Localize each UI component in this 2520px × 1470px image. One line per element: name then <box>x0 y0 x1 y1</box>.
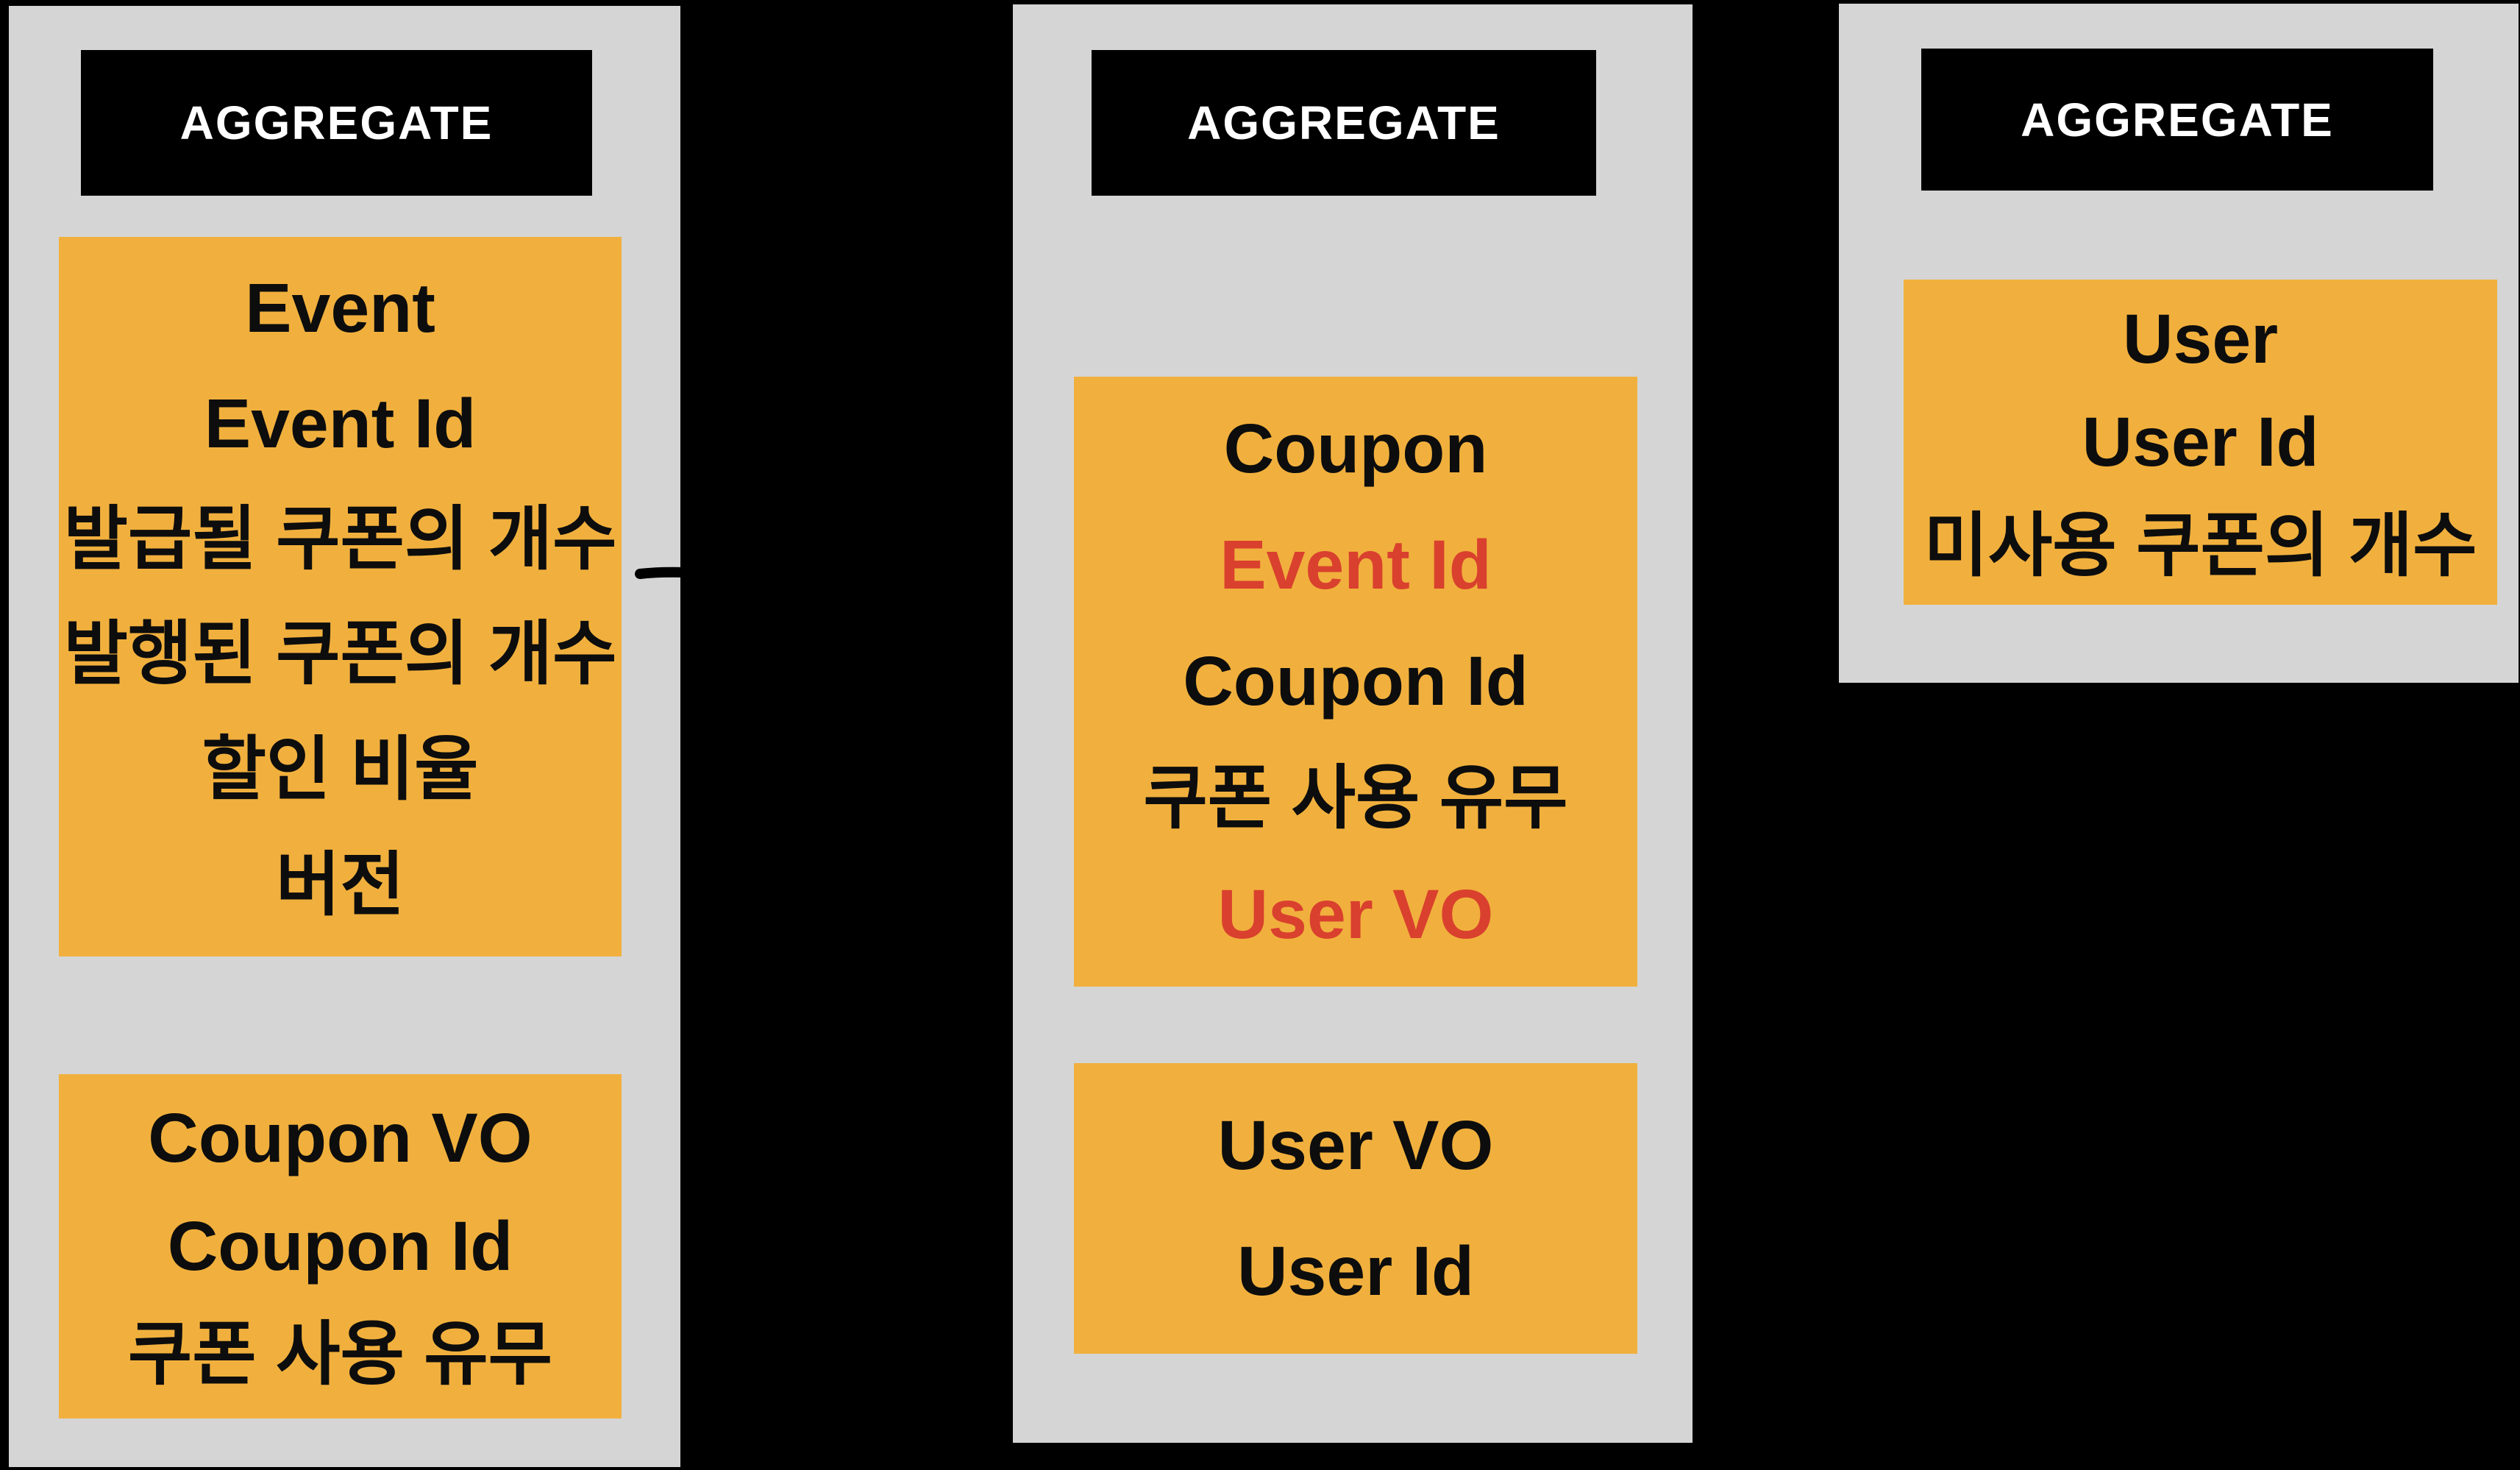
entity-line: 쿠폰 사용 유무 <box>127 1315 553 1393</box>
entity-line: User VO <box>1217 875 1494 954</box>
entity-line: Coupon Id <box>1183 642 1528 721</box>
entity-line: User Id <box>2082 403 2319 481</box>
entity-line: Coupon <box>1223 410 1488 489</box>
entity-line: Event Id <box>1220 526 1492 605</box>
aggregate-header-label: AGGREGATE <box>2021 93 2334 146</box>
entity-line: Coupon Id <box>167 1207 513 1285</box>
flow-arrow-icon <box>635 552 1053 595</box>
entity-line: 할인 비율 <box>202 731 479 809</box>
entity-line: 쿠폰 사용 유무 <box>1143 759 1568 837</box>
aggregate-panel-coupon: AGGREGATE Coupon Event Id Coupon Id 쿠폰 사… <box>1013 4 1693 1443</box>
entity-box-user: User User Id 미사용 쿠폰의 개수 <box>1904 280 2497 605</box>
entity-line: Event <box>245 269 435 347</box>
entity-line: 발급될 쿠폰의 개수 <box>63 500 617 578</box>
value-object-box-user-vo: User VO User Id <box>1074 1063 1637 1354</box>
aggregate-header: AGGREGATE <box>1092 50 1596 196</box>
aggregate-panel-user: AGGREGATE User User Id 미사용 쿠폰의 개수 <box>1839 4 2519 683</box>
entity-line: 버전 <box>276 846 405 925</box>
aggregate-header-label: AGGREGATE <box>179 96 494 149</box>
entity-line: 발행된 쿠폰의 개수 <box>63 615 617 694</box>
entity-box-coupon: Coupon Event Id Coupon Id 쿠폰 사용 유무 User … <box>1074 377 1637 987</box>
aggregate-panel-event: AGGREGATE Event Event Id 발급될 쿠폰의 개수 발행된 … <box>9 6 680 1467</box>
entity-box-event: Event Event Id 발급될 쿠폰의 개수 발행된 쿠폰의 개수 할인 … <box>59 237 622 956</box>
entity-line: Coupon VO <box>148 1099 533 1177</box>
entity-line: User <box>2122 299 2279 378</box>
aggregate-header-label: AGGREGATE <box>1187 96 1501 149</box>
entity-line: User VO <box>1217 1106 1494 1185</box>
value-object-box-coupon-vo: Coupon VO Coupon Id 쿠폰 사용 유무 <box>59 1074 622 1418</box>
entity-line: 미사용 쿠폰의 개수 <box>1923 506 2477 585</box>
aggregate-header: AGGREGATE <box>81 50 592 196</box>
aggregate-header: AGGREGATE <box>1921 49 2433 191</box>
entity-line: Event Id <box>204 384 477 463</box>
entity-line: User Id <box>1236 1232 1475 1311</box>
